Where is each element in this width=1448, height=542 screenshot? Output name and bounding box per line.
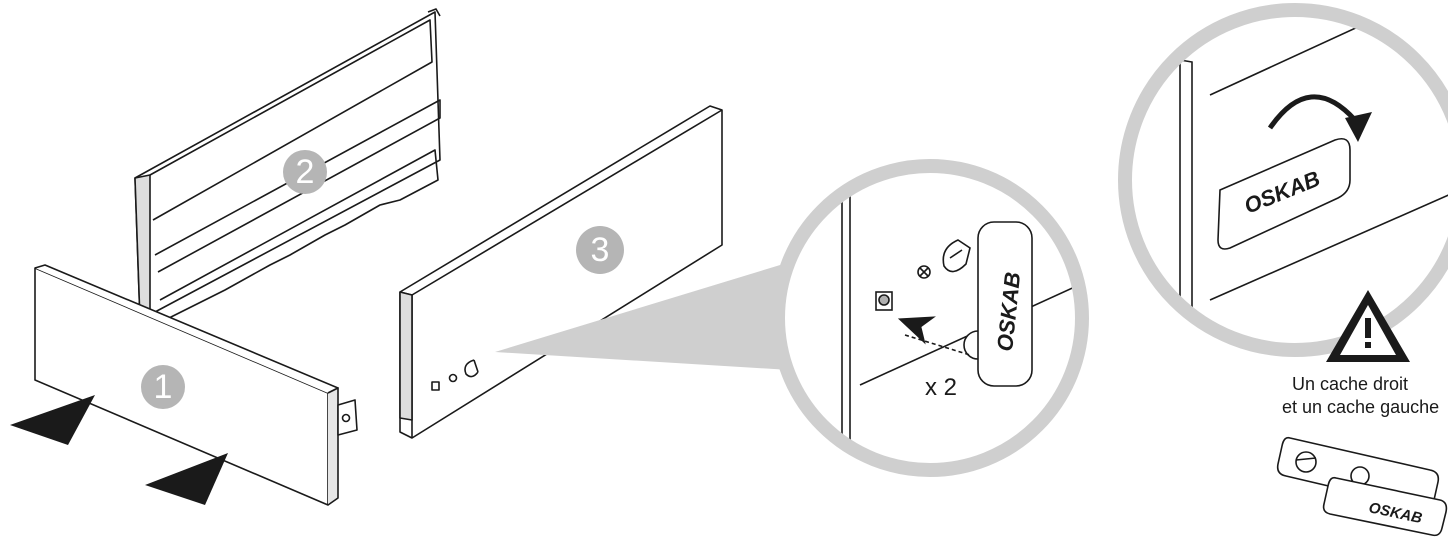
warning-line-2: et un cache gauche (1282, 397, 1439, 417)
step-2-number: 2 (296, 153, 315, 191)
push-arrow-right (145, 453, 228, 505)
quantity-label: x 2 (925, 374, 957, 401)
push-arrow-left (10, 395, 95, 445)
warning-line-1: Un cache droit (1292, 374, 1408, 394)
step-3-badge: 3 (576, 226, 624, 274)
rotation-magnifier: OSKAB (1120, 0, 1448, 360)
step-3-number: 3 (591, 231, 610, 269)
detail-magnifier: x 2 OSKAB (770, 70, 1090, 480)
side-panel (400, 106, 722, 438)
step-1-number: 1 (154, 368, 173, 406)
step-2-badge: 2 (283, 150, 327, 194)
step-1-badge: 1 (141, 365, 185, 409)
